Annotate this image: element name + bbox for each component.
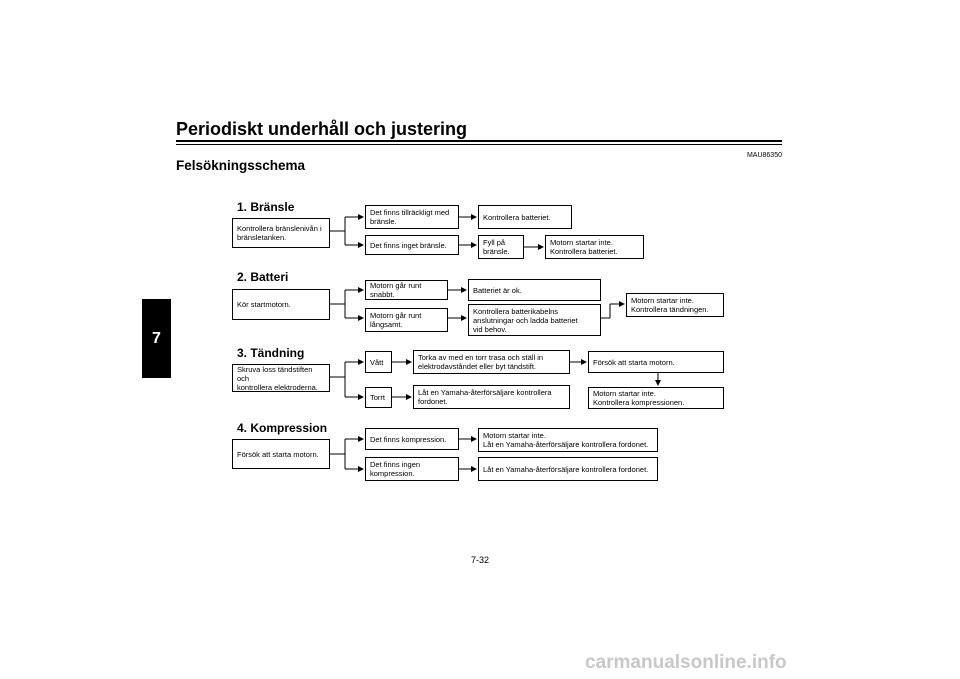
- step-3-a-action-text: Torka av med en torr trasa och ställ in …: [418, 353, 544, 371]
- step-1-b-result-box: Motorn startar inte. Kontrollera batteri…: [545, 235, 644, 259]
- step-2-result-text: Motorn startar inte. Kontrollera tändnin…: [631, 296, 709, 314]
- step-2-option-b-box: Motorn går runt långsamt.: [365, 308, 448, 332]
- watermark: carmanualsonline.info: [585, 652, 787, 673]
- header-rule-thick: [176, 140, 782, 142]
- step-2-b-action-box: Kontrollera batterikabelns anslutningar …: [468, 304, 601, 336]
- step-1-b-action-box: Fyll på bränsle.: [478, 235, 524, 259]
- step-2-start-box: Kör startmotorn.: [232, 289, 330, 320]
- step-3-option-b-box: Torrt: [365, 387, 392, 408]
- step-3-b-action-box: Låt en Yamaha-återförsäljare kontrollera…: [413, 385, 570, 409]
- section-title: Felsökningsschema: [176, 158, 306, 173]
- page-header-title: Periodiskt underhåll och justering: [176, 119, 468, 139]
- step-3-a-result2-box: Motorn startar inte. Kontrollera kompres…: [588, 387, 724, 409]
- step-3-b-action-text: Låt en Yamaha-återförsäljare kontrollera…: [418, 388, 552, 406]
- step-4-option-b-box: Det finns ingen kompression.: [365, 457, 459, 481]
- step-2-result-box: Motorn startar inte. Kontrollera tändnin…: [626, 293, 724, 317]
- step-3-a-result2-text: Motorn startar inte. Kontrollera kompres…: [593, 389, 685, 407]
- step-1-start-box: Kontrollera bränslenivån i bränsletanken…: [232, 218, 330, 248]
- step-4-option-a-box: Det finns kompression.: [365, 428, 459, 450]
- step-4-start-text: Försök att starta motorn.: [237, 449, 319, 459]
- step-3-title: 3. Tändning: [237, 346, 305, 360]
- step-4-option-a-text: Det finns kompression.: [370, 434, 447, 444]
- step-3-start-text: Skruva loss tändstiften och kontrollera …: [237, 364, 318, 392]
- step-2-a-result-box: Batteriet är ok.: [468, 279, 601, 301]
- step-3-option-a-box: Vått: [365, 351, 392, 373]
- step-4-b-result-box: Låt en Yamaha-återförsäljare kontrollera…: [478, 457, 658, 481]
- step-4-option-b-text: Det finns ingen kompression.: [370, 460, 421, 478]
- step-1-start-text: Kontrollera bränslenivån i bränsletanken…: [237, 224, 322, 242]
- step-3-a-action-box: Torka av med en torr trasa och ställ in …: [413, 350, 570, 374]
- step-1-a-result-text: Kontrollera batteriet.: [483, 212, 551, 222]
- step-4-start-box: Försök att starta motorn.: [232, 439, 330, 469]
- step-3-option-b-text: Torrt: [370, 393, 385, 402]
- step-1-title: 1. Bränsle: [237, 200, 295, 214]
- step-1-b-result-text: Motorn startar inte. Kontrollera batteri…: [550, 238, 618, 256]
- step-1-option-a-text: Det finns tillräckligt med bränsle.: [370, 208, 450, 226]
- step-3-option-a-text: Vått: [370, 357, 384, 367]
- step-1-option-b-box: Det finns inget bränsle.: [365, 235, 459, 255]
- step-4-a-result-text: Motorn startar inte. Låt en Yamaha-återf…: [483, 431, 649, 449]
- step-2-title: 2. Batteri: [237, 270, 289, 284]
- header-rule-thin: [176, 144, 782, 145]
- step-3-start-box: Skruva loss tändstiften och kontrollera …: [232, 364, 330, 392]
- step-1-b-action-text: Fyll på bränsle.: [483, 238, 510, 256]
- step-1-option-a-box: Det finns tillräckligt med bränsle.: [365, 205, 459, 229]
- step-4-b-result-text: Låt en Yamaha-återförsäljare kontrollera…: [483, 464, 649, 474]
- step-4-title: 4. Kompression: [237, 421, 328, 435]
- step-2-option-b-text: Motorn går runt långsamt.: [370, 311, 422, 329]
- page-number: 7-32: [470, 555, 489, 565]
- step-4-a-result-box: Motorn startar inte. Låt en Yamaha-återf…: [478, 428, 658, 452]
- step-2-option-a-box: Motorn går runt snabbt.: [365, 280, 448, 300]
- step-1-option-b-text: Det finns inget bränsle.: [370, 240, 447, 250]
- step-2-start-text: Kör startmotorn.: [237, 300, 291, 309]
- section-code: MAU86350: [746, 152, 782, 159]
- step-2-b-action-text: Kontrollera batterikabelns anslutningar …: [473, 306, 578, 334]
- step-3-a-result-text: Försök att starta motorn.: [593, 357, 675, 367]
- step-2-a-result-text: Batteriet är ok.: [473, 285, 522, 295]
- step-3-a-result-box: Försök att starta motorn.: [588, 351, 724, 373]
- chapter-tab-label: 7: [152, 329, 161, 347]
- chapter-tab: 7: [142, 299, 171, 378]
- step-2-option-a-text: Motorn går runt snabbt.: [370, 281, 422, 299]
- step-1-a-result-box: Kontrollera batteriet.: [478, 205, 572, 229]
